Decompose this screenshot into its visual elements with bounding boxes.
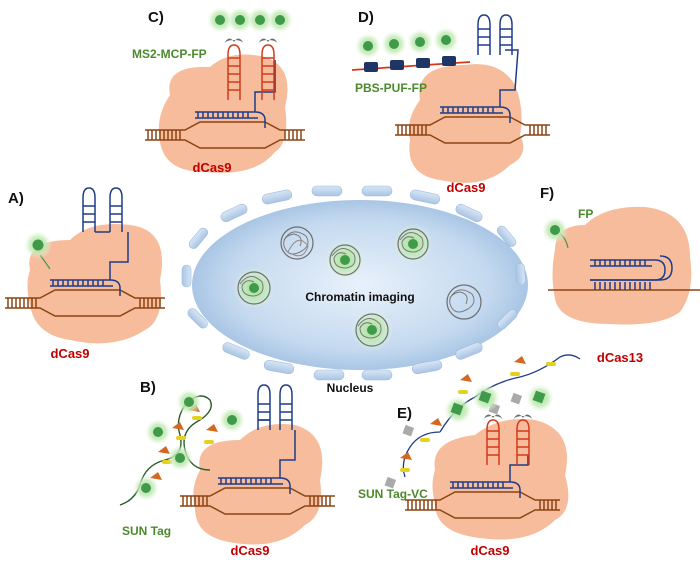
panel-a-guide-rna bbox=[50, 187, 129, 296]
nuclear-pores bbox=[181, 185, 526, 381]
panel-c-dna bbox=[145, 121, 305, 149]
panel-c-fluorescent-proteins bbox=[207, 7, 293, 33]
panel-f-tag-label: FP bbox=[578, 207, 593, 221]
panel-f-protein-label: dCas13 bbox=[597, 350, 643, 365]
panel-b-fluorescent-proteins bbox=[133, 389, 245, 501]
panel-e-tag-label: SUN Tag-VC bbox=[358, 487, 428, 501]
chromatin-cluster-1 bbox=[280, 226, 314, 260]
panel-b-guide-rna bbox=[218, 384, 296, 494]
chromatin-cluster-6 bbox=[351, 309, 393, 351]
chromatin-imaging-label: Chromatin imaging bbox=[305, 290, 414, 304]
panel-b: B) bbox=[119, 379, 335, 558]
panel-f-letter: F) bbox=[540, 185, 554, 202]
panel-c-guide-rna bbox=[195, 60, 276, 128]
panel-a-fluorescent-protein bbox=[24, 231, 52, 259]
nucleus: Chromatin imaging Nucleus bbox=[181, 185, 528, 395]
panel-e-letter: E) bbox=[397, 405, 412, 422]
panel-f-guide-rna bbox=[590, 255, 673, 290]
panel-e: E) bbox=[358, 354, 581, 558]
panel-a-letter: A) bbox=[8, 190, 24, 207]
panel-e-protein bbox=[432, 419, 569, 540]
chromatin-cluster-2 bbox=[325, 240, 365, 280]
panel-f-fluorescent-protein bbox=[542, 217, 568, 243]
panel-b-dna bbox=[180, 487, 335, 515]
panel-d: D) PBS-PUF-FP bbox=[351, 9, 550, 195]
panel-d-tag-label: PBS-PUF-FP bbox=[355, 81, 427, 95]
panel-e-dna bbox=[405, 491, 560, 519]
panel-c-ms2-hairpins bbox=[227, 44, 275, 100]
panel-c-tag-label: MS2-MCP-FP bbox=[132, 47, 207, 61]
panel-e-sun-tag-epitopes bbox=[400, 362, 556, 472]
chromatin-cluster-5 bbox=[446, 284, 482, 320]
panel-d-dna bbox=[395, 116, 550, 144]
panel-b-protein-label: dCas9 bbox=[230, 543, 269, 558]
panel-e-ms2-hairpins bbox=[486, 419, 530, 465]
nucleus-label: Nucleus bbox=[327, 381, 374, 395]
panel-e-mcp-proteins bbox=[483, 414, 533, 420]
panel-e-guide-rna bbox=[450, 455, 529, 498]
panel-d-puf-proteins bbox=[364, 56, 456, 72]
panel-e-protein-label: dCas9 bbox=[470, 543, 509, 558]
chromatin-cluster-3 bbox=[393, 224, 433, 264]
panel-e-fluorescent-proteins bbox=[444, 384, 554, 424]
panel-d-guide-rna bbox=[440, 14, 519, 123]
panel-a-dna bbox=[5, 289, 165, 317]
panel-c-letter: C) bbox=[148, 9, 164, 26]
panel-f: F) FP dCas13 bbox=[540, 185, 700, 365]
panel-a-protein-label: dCas9 bbox=[50, 346, 89, 361]
panel-d-protein bbox=[408, 64, 524, 183]
chromatin-cluster-4 bbox=[233, 267, 275, 309]
panel-d-fluorescent-proteins bbox=[355, 27, 459, 59]
panel-c: C) MS2-MCP-FP dCas bbox=[132, 7, 305, 175]
panel-d-protein-label: dCas9 bbox=[446, 180, 485, 195]
panel-b-sun-tag-epitopes bbox=[162, 416, 214, 464]
panel-c-mcp-proteins bbox=[224, 38, 278, 44]
panel-b-letter: B) bbox=[140, 379, 156, 396]
panel-e-scfv-antibodies bbox=[400, 356, 526, 460]
panel-b-tag-label: SUN Tag bbox=[122, 524, 171, 538]
panel-a: A) dCas9 bbox=[5, 187, 165, 361]
panel-d-letter: D) bbox=[358, 9, 374, 26]
panel-c-protein-label: dCas9 bbox=[192, 160, 231, 175]
